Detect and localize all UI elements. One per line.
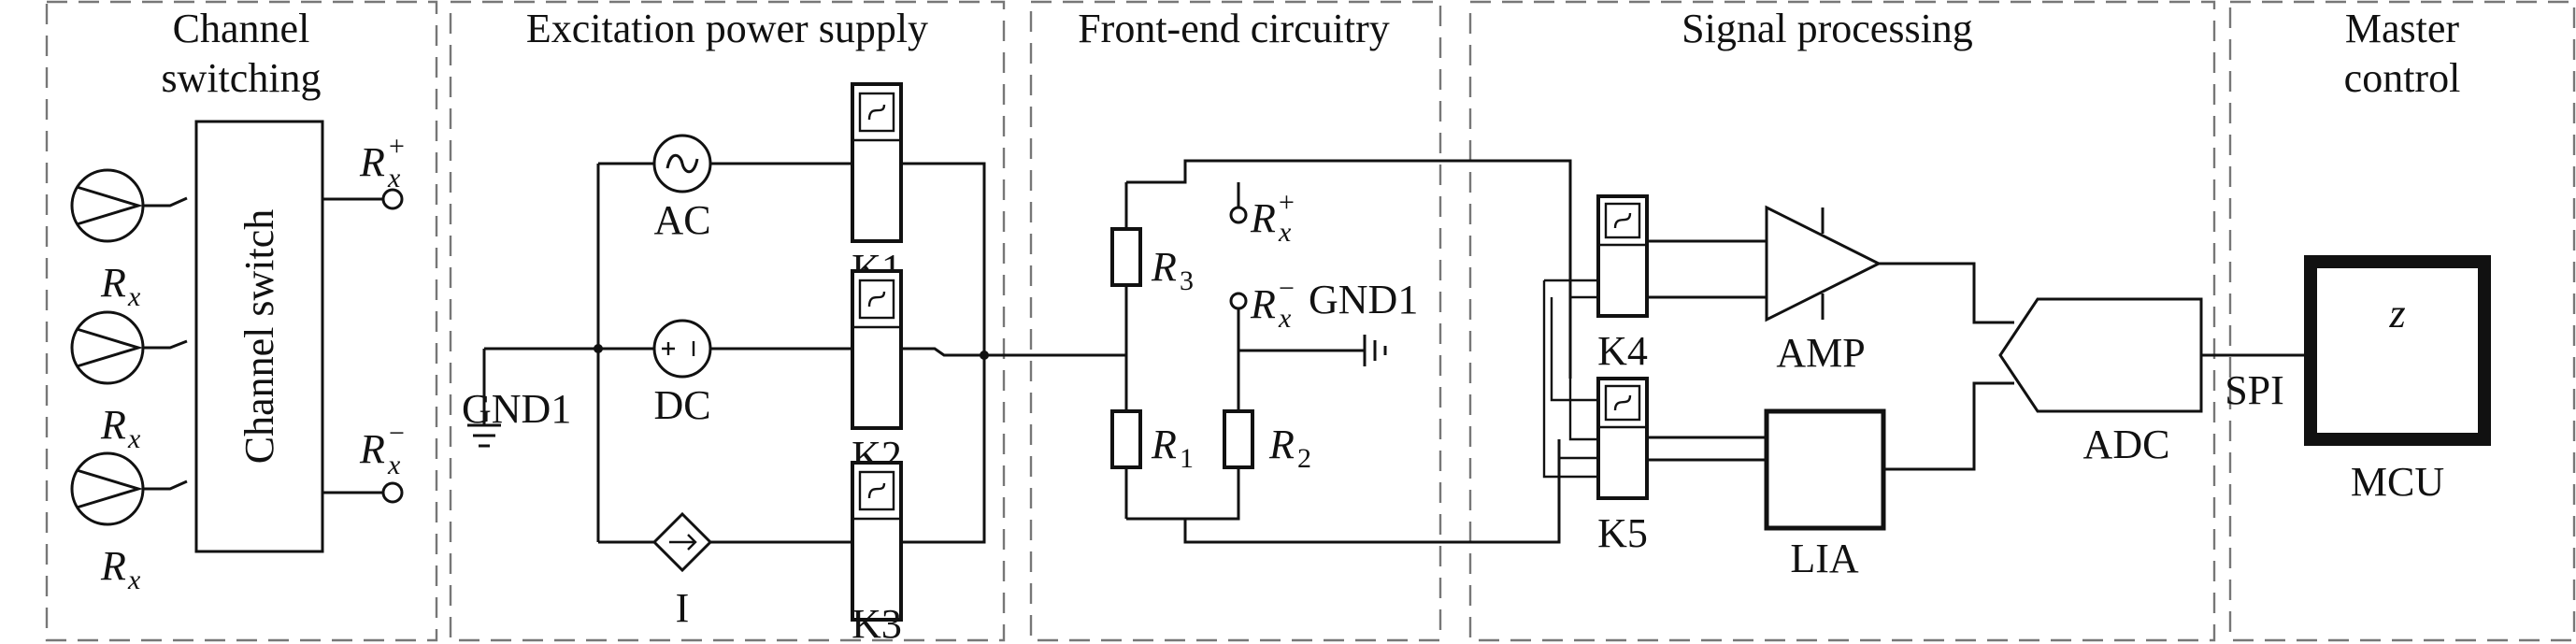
sensor-rx-1 xyxy=(70,168,188,243)
r3-label-sub: 3 xyxy=(1180,265,1194,296)
section-title-channel-2: switching xyxy=(161,55,321,101)
ac-source-wave-icon xyxy=(665,153,699,174)
rx-neg-sub: x xyxy=(1278,303,1292,334)
signal-block: K4 K5 AMP LIA ADC xyxy=(1542,194,2307,581)
channel-switch-box xyxy=(194,120,324,553)
spi-label: SPI xyxy=(2225,367,2284,413)
sensor-rx-2 xyxy=(70,310,188,385)
ac-label: AC xyxy=(653,197,710,243)
relay-k1 xyxy=(851,82,903,243)
lia-input-wires xyxy=(1647,436,1767,462)
r1-label: R xyxy=(1151,422,1177,467)
channel-switching-block: R x R x R x Channel switch R x + R x − xyxy=(70,120,405,595)
resistor-r2 xyxy=(1223,409,1254,469)
r2-label: R xyxy=(1268,422,1295,467)
dc-source-polarity-icon xyxy=(662,341,695,356)
adc-converter xyxy=(1998,297,2203,413)
rx-pos-sup: + xyxy=(1279,187,1295,218)
cross-wire-2 xyxy=(1542,280,1598,479)
sensor-label-3-sub: x xyxy=(127,565,141,595)
lia-to-adc-wire xyxy=(1883,381,2014,471)
r2-label-sub: 2 xyxy=(1297,443,1311,474)
relay-k4 xyxy=(1596,194,1649,318)
r1-label-sub: 1 xyxy=(1180,443,1194,474)
i-label: I xyxy=(676,585,690,631)
frame-master xyxy=(2228,0,2576,642)
frame-channel-switching xyxy=(45,0,438,642)
rx-pos-sub: x xyxy=(1278,217,1292,248)
section-title-master-2: control xyxy=(2344,55,2461,101)
amplifier xyxy=(1765,205,1882,322)
channel-switch-label: Channel switch xyxy=(236,209,282,465)
sensor-label-2-sub: x xyxy=(127,423,141,454)
r3-label: R xyxy=(1151,244,1177,290)
relay-k5 xyxy=(1596,377,1649,500)
k3-label: K3 xyxy=(852,601,902,644)
cross-wire-1 xyxy=(1550,297,1598,402)
current-source-arrow-icon xyxy=(669,534,697,551)
master-block: z MCU xyxy=(2304,255,2491,505)
sensor-label-1-sub: x xyxy=(127,281,141,312)
rx-pos-label: R xyxy=(1250,195,1276,241)
relay-k3 xyxy=(851,461,903,622)
channel-output-neg-sub: x xyxy=(387,450,401,480)
channel-output-neg-label: R xyxy=(359,426,385,472)
sensor-label-1: R xyxy=(100,260,126,306)
channel-output-pos-terminal xyxy=(381,188,404,210)
amp-to-adc-wire xyxy=(1879,262,2014,324)
channel-output-pos-sub: x xyxy=(387,163,401,193)
rx-pos-terminal xyxy=(1229,206,1248,224)
section-title-signal: Signal processing xyxy=(1682,6,1973,51)
gnd1-symbol xyxy=(467,423,501,448)
rx-neg-wire xyxy=(1237,308,1365,352)
section-title-excitation: Excitation power supply xyxy=(526,6,928,51)
resistor-r1 xyxy=(1110,409,1142,469)
gnd1-label-excitation: GND1 xyxy=(462,386,571,432)
section-title-master-1: Master xyxy=(2345,6,2460,51)
frontend-block: R 3 R 1 R 2 R x + R x − GND1 xyxy=(984,159,1572,544)
rx-neg-label: R xyxy=(1250,281,1276,327)
gnd1-label-frontend: GND1 xyxy=(1309,277,1418,322)
frame-signal xyxy=(1468,0,2216,642)
mcu-box xyxy=(2304,255,2491,446)
mcu-inner-label: z xyxy=(2388,291,2405,336)
sensor-label-2: R xyxy=(100,402,126,448)
frame-excitation xyxy=(449,0,1006,642)
excitation-block: GND1 AC DC I K1 xyxy=(462,82,989,644)
resistor-r3 xyxy=(1110,227,1142,287)
k5-input-wire-2 xyxy=(1557,439,1598,460)
adc-label: ADC xyxy=(2083,422,2170,467)
channel-output-neg-terminal xyxy=(381,481,404,504)
lia-label: LIA xyxy=(1790,536,1859,581)
channel-output-pos-label: R xyxy=(359,139,385,185)
k5-input-wire-1 xyxy=(1568,379,1598,441)
k5-label: K5 xyxy=(1597,510,1648,556)
mcu-label: MCU xyxy=(2351,459,2444,505)
relay-k2 xyxy=(851,269,903,430)
k4-label: K4 xyxy=(1597,328,1648,374)
gnd1-frontend-symbol xyxy=(1363,335,1387,366)
section-title-channel-1: Channel xyxy=(173,6,310,51)
bridge-top-wire xyxy=(1126,159,1572,379)
rx-neg-terminal xyxy=(1229,292,1248,310)
lia-box xyxy=(1764,408,1886,531)
k2-output-wire xyxy=(901,347,984,357)
channel-output-neg-sup: − xyxy=(389,418,405,449)
dc-label: DC xyxy=(653,382,710,428)
ac-source xyxy=(652,134,712,193)
section-frames xyxy=(45,0,2576,642)
amp-input-marks xyxy=(1753,239,1767,299)
dc-source xyxy=(652,319,712,379)
channel-output-pos-sup: + xyxy=(389,131,405,162)
frame-frontend xyxy=(1029,0,1442,642)
r2-leg xyxy=(1126,318,1240,521)
sensor-rx-3 xyxy=(70,451,188,526)
rx-neg-sup: − xyxy=(1279,273,1295,304)
sensor-label-3: R xyxy=(100,543,126,589)
amp-label: AMP xyxy=(1776,330,1865,376)
current-source xyxy=(651,511,713,573)
section-title-frontend: Front-end circuitry xyxy=(1078,6,1390,51)
